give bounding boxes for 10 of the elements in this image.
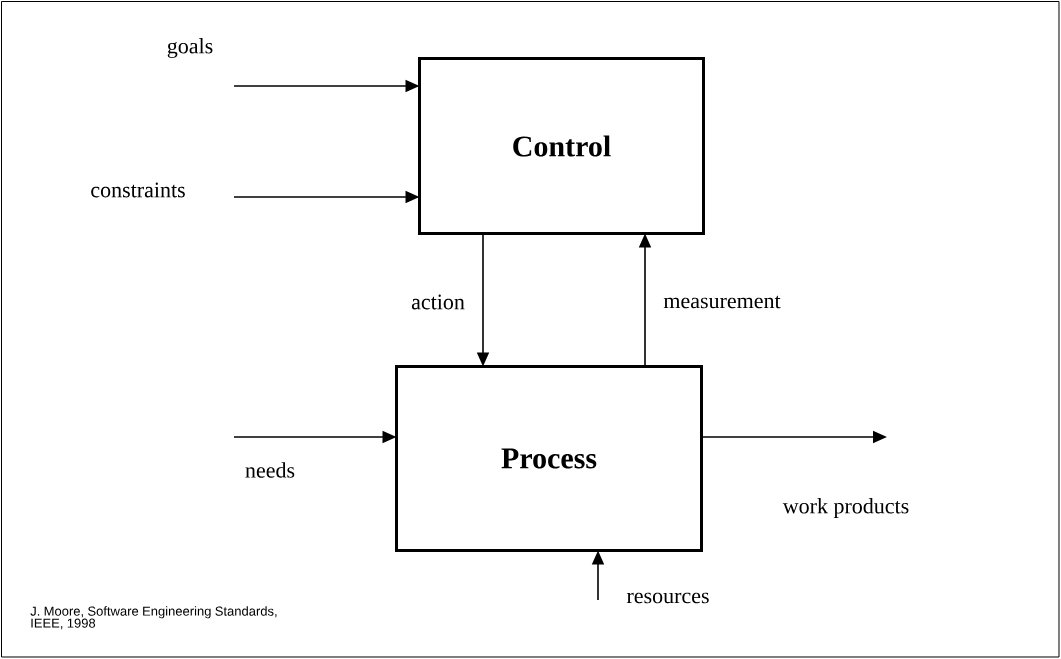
edge-label: resources [626, 592, 709, 604]
edge-label: action [411, 294, 465, 310]
edge-label: needs [245, 462, 295, 478]
edge-label: measurement [663, 295, 781, 309]
caption: J. Moore, Software Engineering Standards, IEEE, 1998 [30, 606, 277, 630]
edge-label: constraints [91, 182, 185, 198]
edge-label: goals [167, 38, 213, 58]
edge-label: work products [782, 498, 909, 518]
process-box: Control [418, 57, 705, 235]
process-box: Process [395, 365, 703, 552]
